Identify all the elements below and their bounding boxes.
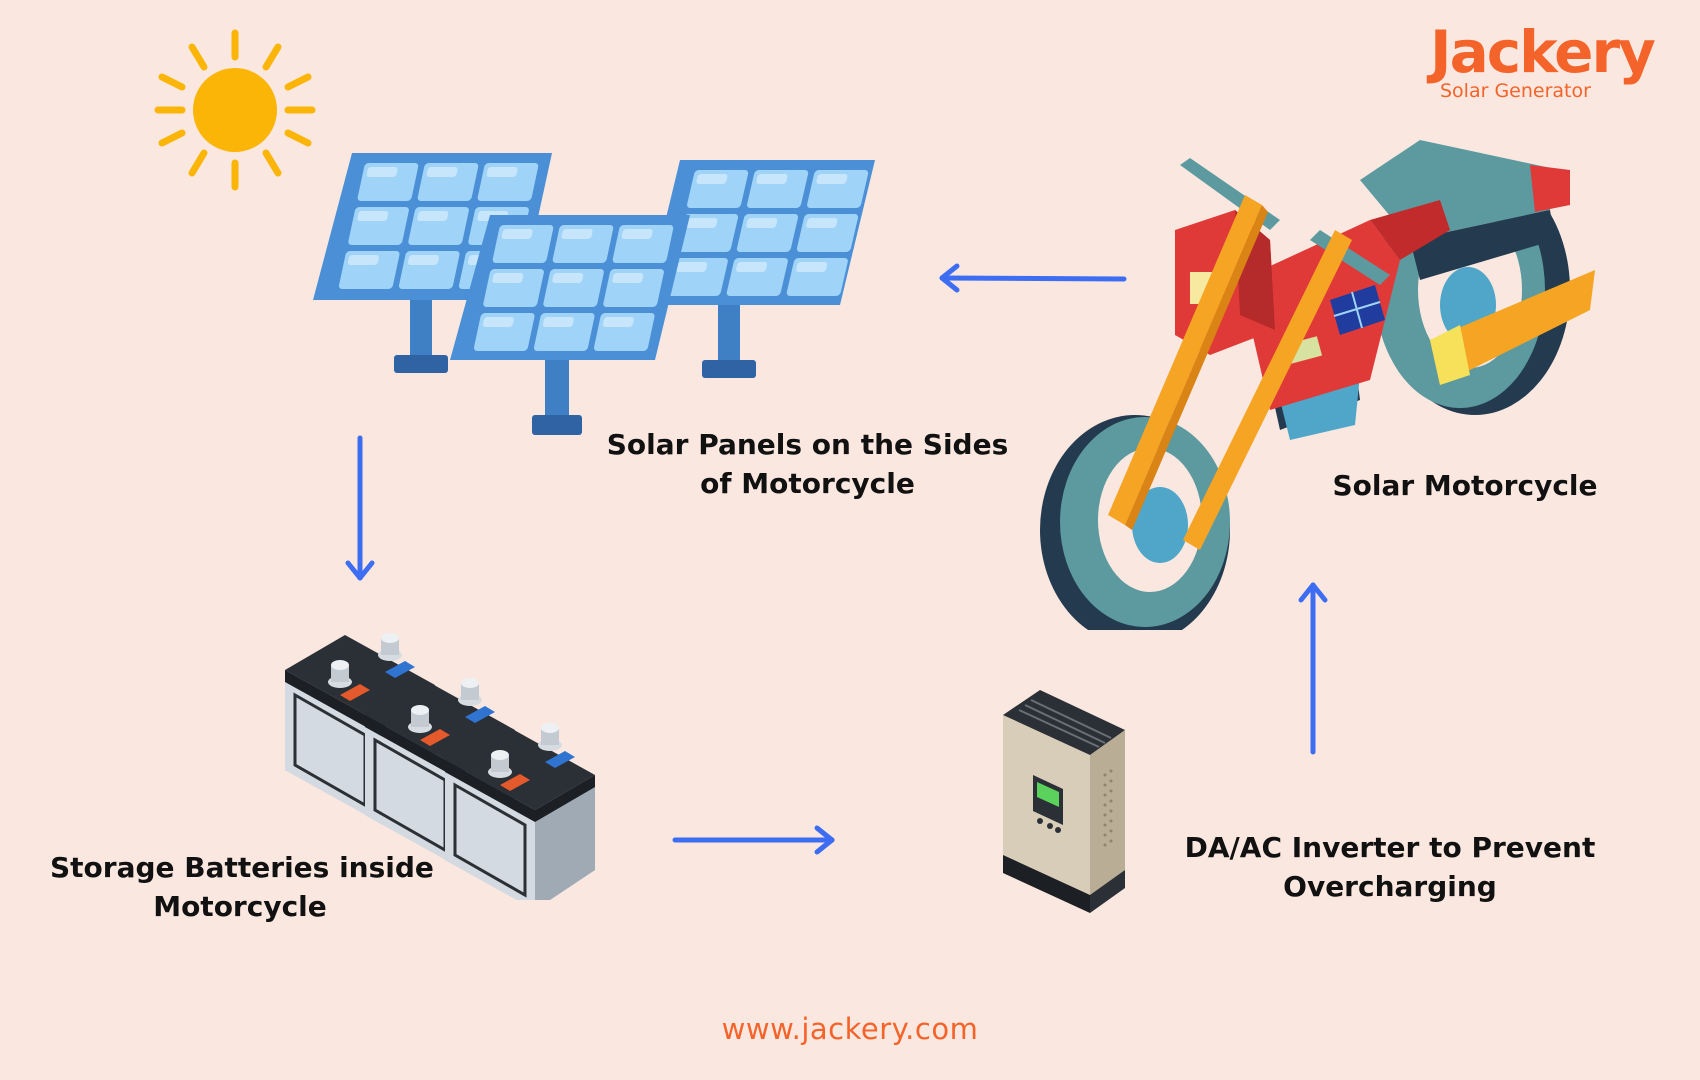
motorcycle-icon xyxy=(1040,140,1595,630)
arrow-inverter-to-motorcycle xyxy=(1298,582,1328,755)
arrow-batteries-to-inverter xyxy=(672,825,835,855)
inverter-icon xyxy=(1003,690,1125,913)
batteries-label-line2: Motorcycle xyxy=(153,890,327,923)
arrow-panels-to-batteries xyxy=(345,435,375,581)
batteries-label-line1: Storage Batteries inside xyxy=(50,851,434,884)
inverter-label-line2: Overcharging xyxy=(1283,870,1497,903)
solar-panels-icon xyxy=(313,153,875,435)
sun-icon xyxy=(154,29,316,191)
brand-logo-text: Jackery xyxy=(1430,18,1656,86)
solar-panels-label-line1: Solar Panels on the Sides xyxy=(606,428,1009,461)
solar-panels-label: Solar Panels on the Sides of Motorcycle xyxy=(600,425,1015,503)
website-link[interactable]: www.jackery.com xyxy=(721,1012,979,1046)
motorcycle-label: Solar Motorcycle xyxy=(1332,469,1598,502)
arrow-motorcycle-to-panels xyxy=(939,263,1127,293)
batteries-label: Storage Batteries inside Motorcycle xyxy=(50,848,434,926)
inverter-label-line1: DA/AC Inverter to Prevent xyxy=(1184,831,1596,864)
solar-panels-label-line2: of Motorcycle xyxy=(700,467,915,500)
brand-tagline: Solar Generator xyxy=(1440,80,1591,102)
inverter-label: DA/AC Inverter to Prevent Overcharging xyxy=(1165,828,1615,906)
